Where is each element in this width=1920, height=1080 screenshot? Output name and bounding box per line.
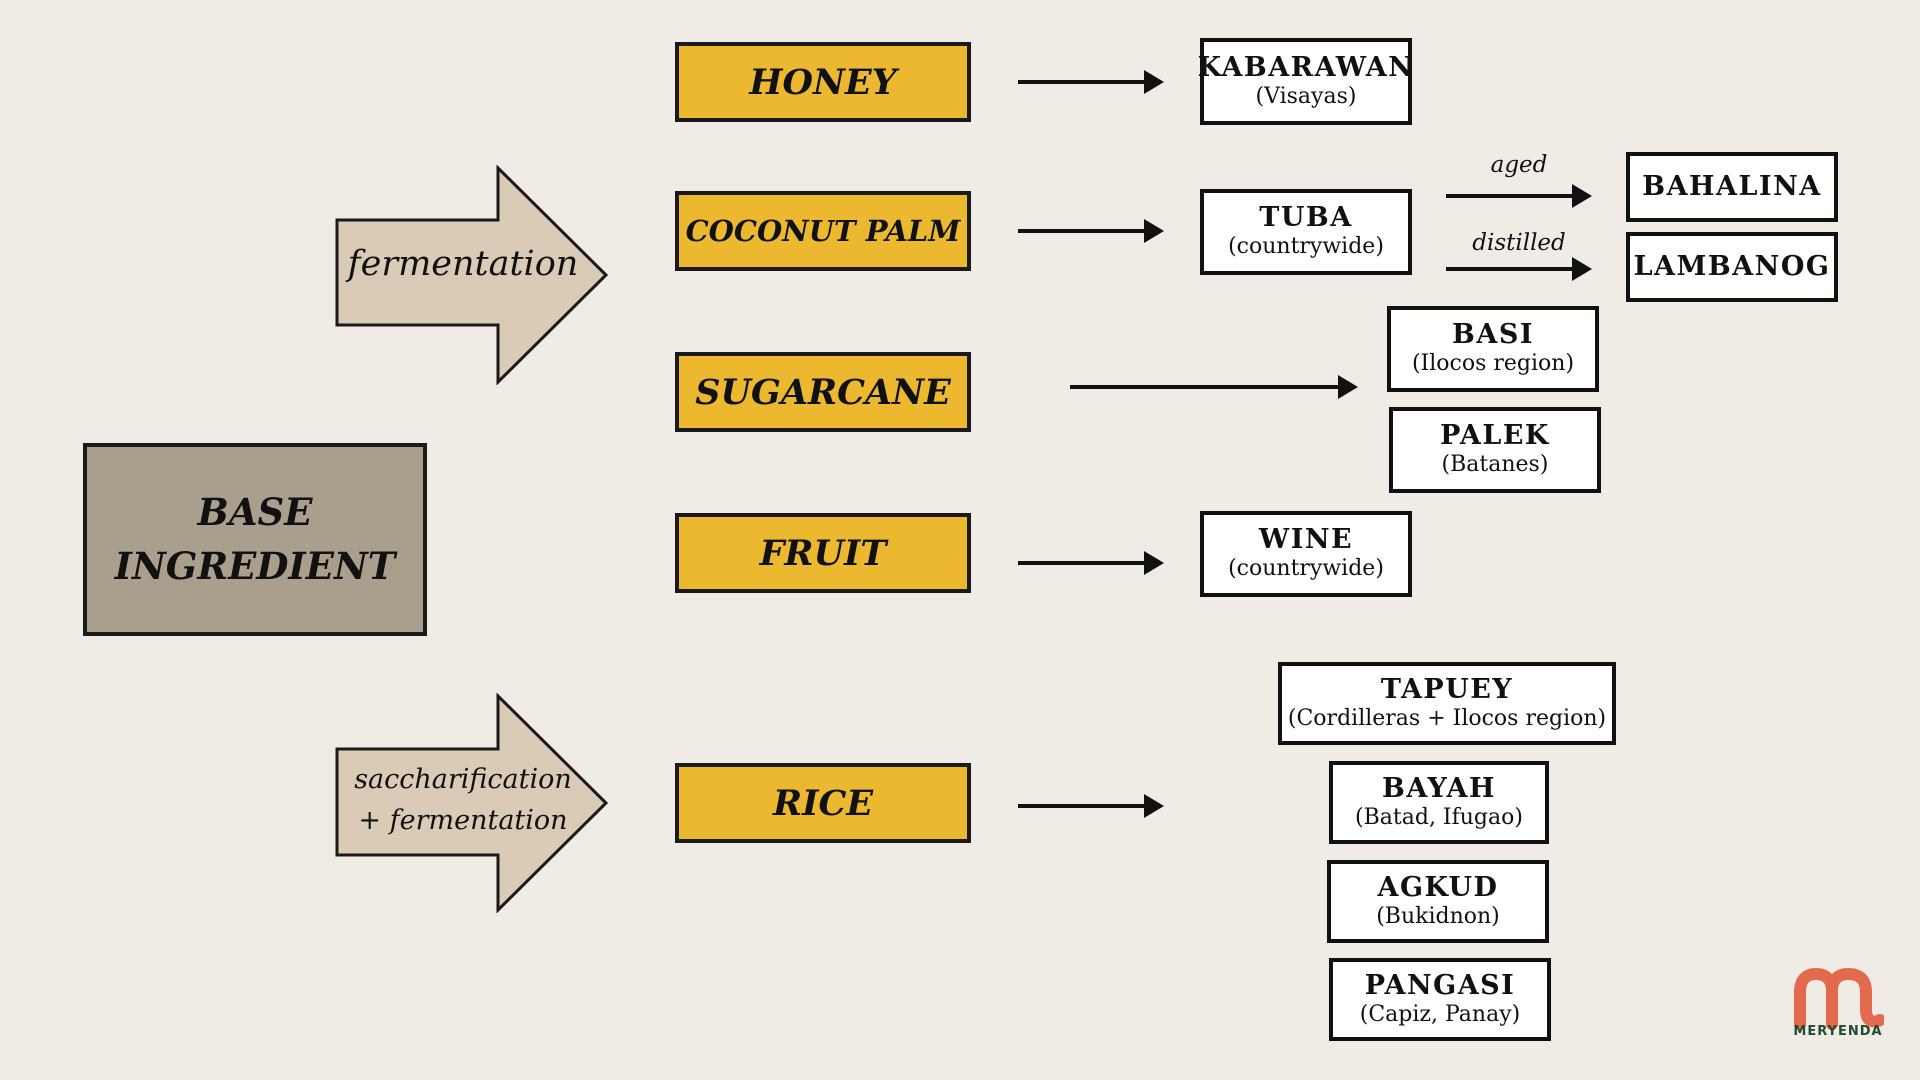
saccharification-text: saccharification [354,764,572,795]
base-line1: BASE [197,489,313,534]
product-bahalina: BAHALINA [1626,152,1838,222]
product-agkud: AGKUD (Bukidnon) [1327,860,1549,943]
ingredient-fruit: FRUIT [675,513,971,593]
product-basi: BASI (Ilocos region) [1387,306,1599,392]
product-tuba: TUBA (countrywide) [1200,189,1412,275]
product-bayah: BAYAH (Batad, Ifugao) [1329,761,1549,844]
ingredient-sugarcane: SUGARCANE [675,352,971,432]
meryenda-logo-icon [1794,968,1884,1030]
product-wine: WINE (countrywide) [1200,511,1412,597]
saccharification-arrow-shape [335,693,609,913]
ingredient-honey: HONEY [675,42,971,122]
product-pangasi: PANGASI (Capiz, Panay) [1329,958,1551,1041]
aged-label: aged [1490,152,1548,178]
fermentation-label: fermentation [334,244,592,284]
plus-fermentation-text: + fermentation [358,804,568,836]
product-tapuey: TAPUEY (Cordilleras + Ilocos region) [1278,662,1616,745]
distilled-label: distilled [1472,230,1566,256]
product-palek: PALEK (Batanes) [1389,407,1601,493]
base-ingredient-box: BASE INGREDIENT [83,443,427,636]
saccharification-label: saccharification + fermentation [334,760,592,841]
ingredient-coconut-palm: COCONUT PALM [675,191,971,271]
fermentation-arrow-shape [335,165,609,385]
meryenda-logo-text: MERYENDA [1793,1024,1883,1039]
ingredient-rice: RICE [675,763,971,843]
product-kabarawan: KABARAWAN (Visayas) [1198,38,1413,125]
product-lambanog: LAMBANOG [1626,232,1838,302]
fermentation-text: fermentation [347,244,579,284]
base-line2: INGREDIENT [114,543,396,588]
